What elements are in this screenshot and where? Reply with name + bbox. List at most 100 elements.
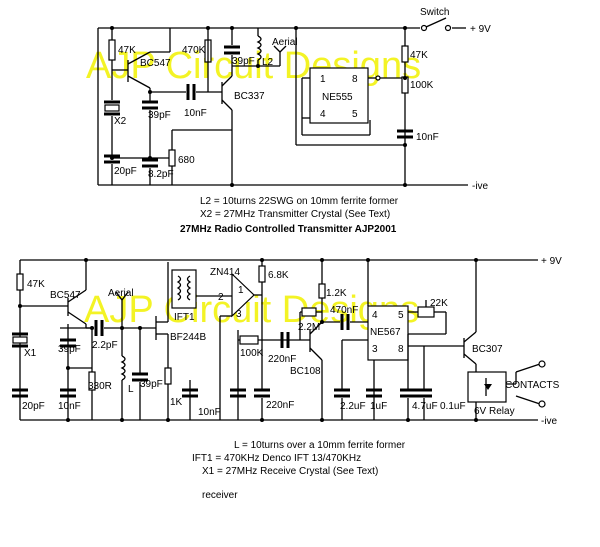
tx-c10nf-right-label: 10nF bbox=[416, 132, 439, 143]
rx-ic-zn414 bbox=[231, 272, 255, 318]
tx-aerial-icon bbox=[279, 45, 287, 53]
tx-c20pf-label: 20pF bbox=[114, 166, 137, 177]
tx-r100k-label: 100K bbox=[410, 80, 434, 91]
rx-contacts-label: CONTACTS bbox=[505, 380, 560, 391]
rx-r47k-label: 47K bbox=[27, 279, 45, 290]
rx-r2m2-label: 2.2M bbox=[298, 322, 320, 333]
rx-crystal-label: X1 bbox=[24, 348, 37, 359]
rx-coil-l bbox=[120, 355, 126, 381]
rx-contact-2 bbox=[538, 400, 546, 408]
rx-r100k-label: 100K bbox=[240, 348, 264, 359]
rx-c10nf-a-label: 10nF bbox=[58, 401, 81, 412]
rx-note-l: L = 10turns over a 10mm ferrite former bbox=[234, 440, 406, 451]
tx-switch-label: Switch bbox=[420, 7, 449, 18]
tx-title: 27MHz Radio Controlled Transmitter AJP20… bbox=[180, 224, 397, 235]
rx-bc108-label: BC108 bbox=[290, 366, 321, 377]
rx-resistor-47k bbox=[16, 273, 24, 291]
rx-aerial-icon bbox=[121, 291, 129, 301]
rx-r1k2-label: 1.2K bbox=[326, 288, 347, 299]
tx-r470k-label: 470K bbox=[182, 45, 206, 56]
tx-resistor-47k bbox=[108, 39, 116, 61]
tx-note-l2: L2 = 10turns 22SWG on 10mm ferrite forme… bbox=[200, 196, 399, 207]
rx-supply-label: + 9V bbox=[541, 256, 562, 267]
rx-note-ift1: IFT1 = 470KHz Denco IFT 13/470KHz bbox=[192, 453, 361, 464]
tx-bc337-label: BC337 bbox=[234, 91, 265, 102]
rx-ne567-pin5: 5 bbox=[398, 310, 404, 321]
rx-c1uf-label: 1uF bbox=[370, 401, 387, 412]
tx-crystal-label: X2 bbox=[114, 116, 127, 127]
rx-bc547-label: BC547 bbox=[50, 290, 81, 301]
tx-ic-pin4: 4 bbox=[320, 109, 326, 120]
rx-c470nf-label: 470nF bbox=[330, 305, 358, 316]
tx-resistor-680 bbox=[168, 149, 176, 167]
tx-aerial-label: Aerial bbox=[272, 37, 298, 48]
tx-r47k-label: 47K bbox=[118, 45, 136, 56]
tx-ic-pin1: 1 bbox=[320, 74, 326, 85]
tx-ic-label: NE555 bbox=[322, 92, 353, 103]
rx-ift1 bbox=[171, 269, 197, 309]
rx-zn414-pin3: 3 bbox=[236, 309, 242, 320]
rx-zn414-pin1: 1 bbox=[238, 285, 244, 296]
rx-zn414-label: ZN414 bbox=[210, 267, 240, 278]
rx-c220nf-mid-label: 220nF bbox=[268, 354, 296, 365]
tx-c39pf-top-label: 39pF bbox=[232, 56, 255, 67]
rx-r330r-label: 330R bbox=[88, 381, 112, 392]
rx-resistor-100k bbox=[239, 335, 259, 345]
tx-c39pf-label: 39pF bbox=[148, 110, 171, 121]
rx-ne567-pin8: 8 bbox=[398, 344, 404, 355]
tx-coil-l2 bbox=[256, 35, 262, 61]
tx-r680-label: 680 bbox=[178, 155, 195, 166]
tx-ground-label: -ive bbox=[472, 181, 489, 192]
rx-caption: receiver bbox=[202, 490, 238, 501]
rx-r6k8-label: 6.8K bbox=[268, 270, 289, 281]
rx-ic-ne567 bbox=[367, 305, 409, 361]
rx-note-x1: X1 = 27MHz Receive Crystal (See Text) bbox=[202, 466, 378, 477]
rx-r1k-label: 1K bbox=[170, 397, 183, 408]
tx-ic-pin5: 5 bbox=[352, 109, 358, 120]
rx-resistor-6k8 bbox=[258, 265, 266, 283]
rx-ground-label: -ive bbox=[541, 416, 558, 427]
rx-c20pf-label: 20pF bbox=[22, 401, 45, 412]
rx-c4u7f-label: 4.7uF bbox=[412, 401, 438, 412]
tx-c8p2pf-label: 8.2pF bbox=[148, 169, 174, 180]
rx-c2p2pf-label: 2.2pF bbox=[92, 340, 118, 351]
rx-resistor-2m2 bbox=[301, 307, 317, 317]
rx-aerial-label: Aerial bbox=[108, 288, 134, 299]
rx-c10nf-b-label: 10nF bbox=[198, 407, 221, 418]
tx-switch bbox=[420, 17, 452, 32]
rx-relay-diode bbox=[484, 384, 492, 390]
rx-bc307-label: BC307 bbox=[472, 344, 503, 355]
rx-ne567-pin3: 3 bbox=[372, 344, 378, 355]
rx-zn414-pin2: 2 bbox=[218, 292, 224, 303]
tx-ic-ne555 bbox=[309, 67, 369, 124]
transmitter-schematic: AJP Circuit Designs Switch + 9V -ive 47K… bbox=[86, 7, 491, 235]
rx-contact-1 bbox=[538, 360, 546, 368]
rx-c220nf-label: 220nF bbox=[266, 400, 294, 411]
tx-c10nf-mid-label: 10nF bbox=[184, 108, 207, 119]
rx-crystal bbox=[12, 336, 28, 344]
rx-c39pf-label: 39pF bbox=[58, 344, 81, 355]
tx-ic-pin8: 8 bbox=[352, 74, 358, 85]
tx-supply-label: + 9V bbox=[470, 24, 491, 35]
rx-ift1-label: IFT1 bbox=[174, 312, 195, 323]
rx-ne567-pin4: 4 bbox=[372, 310, 378, 321]
tx-r47k-right-label: 47K bbox=[410, 50, 428, 61]
rx-resistor-1k2 bbox=[318, 283, 326, 299]
receiver-schematic: AJP Circuit Designs + 9V -ive 47K X1 20p… bbox=[12, 256, 562, 501]
rx-c2u2f-label: 2.2uF bbox=[340, 401, 366, 412]
tx-bc547-label: BC547 bbox=[140, 58, 171, 69]
rx-c39pf-b-label: 39pF bbox=[140, 379, 163, 390]
tx-resistor-47k-right bbox=[401, 45, 409, 63]
tx-note-x2: X2 = 27MHz Transmitter Crystal (See Text… bbox=[200, 209, 390, 220]
rx-resistor-1k bbox=[164, 367, 172, 385]
rx-fet-label: BF244B bbox=[170, 332, 206, 343]
tx-l2-label: L2 bbox=[262, 57, 274, 68]
rx-pot-22k-label: 22K bbox=[430, 298, 448, 309]
rx-relay-label: 6V Relay bbox=[474, 406, 515, 417]
rx-resistor-330r bbox=[88, 371, 96, 391]
rx-c0u1f-label: 0.1uF bbox=[440, 401, 466, 412]
tx-crystal bbox=[104, 104, 120, 112]
rx-l-label: L bbox=[128, 384, 134, 395]
